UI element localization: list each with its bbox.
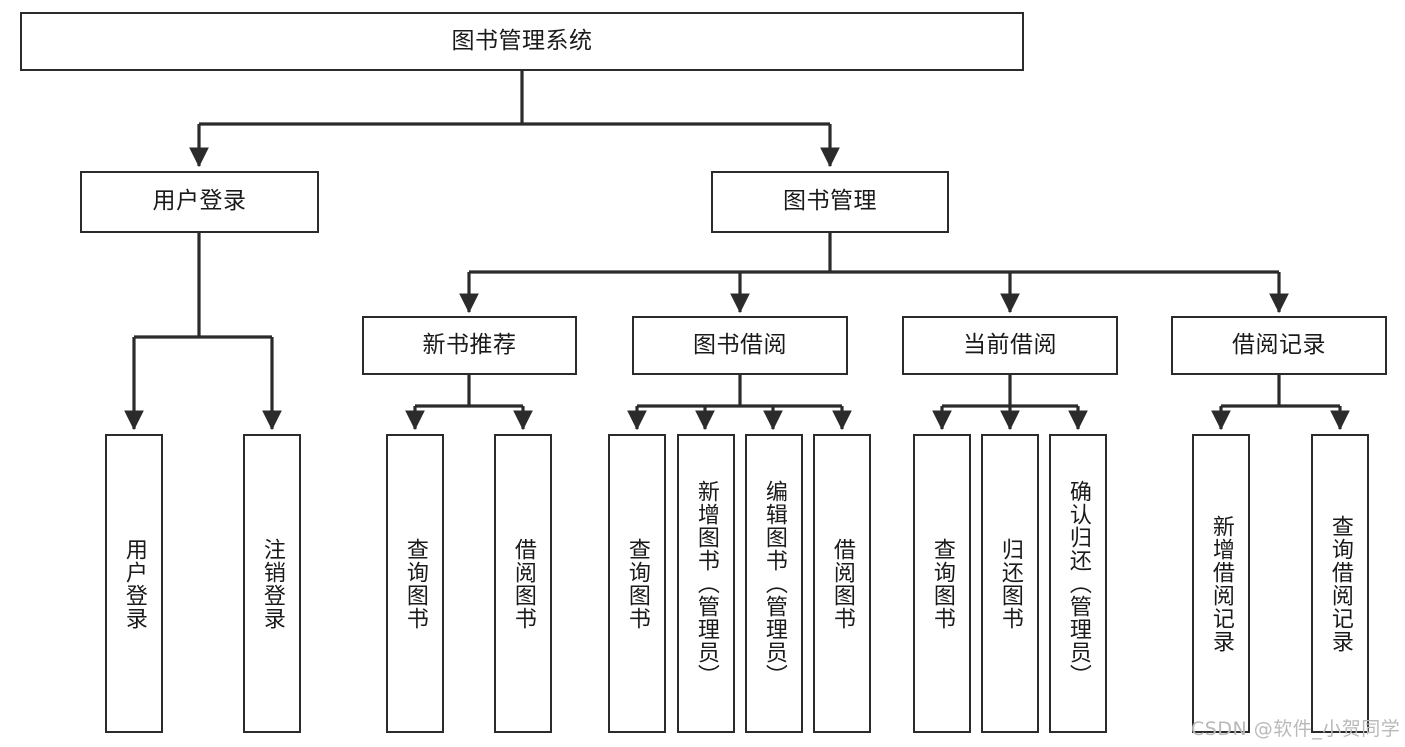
leaf-book-borrow-query-books[interactable]: 查询图书 bbox=[608, 434, 666, 733]
node-label: 查询图书 bbox=[402, 537, 428, 630]
leaf-borrow-record-query-record[interactable]: 查询借阅记录 bbox=[1311, 434, 1369, 733]
leaf-new-book-query-books[interactable]: 查询图书 bbox=[386, 434, 444, 733]
node-book-borrow[interactable]: 图书借阅 bbox=[632, 316, 848, 375]
node-label: 编辑图书（管理员） bbox=[761, 480, 787, 687]
node-label: 当前借阅 bbox=[963, 331, 1057, 358]
node-label: 新增图书（管理员） bbox=[693, 480, 719, 687]
leaf-new-book-borrow-books[interactable]: 借阅图书 bbox=[494, 434, 552, 733]
leaf-book-borrow-borrow-books[interactable]: 借阅图书 bbox=[813, 434, 871, 733]
leaf-current-borrow-return-books[interactable]: 归还图书 bbox=[981, 434, 1039, 733]
node-label: 新增借阅记录 bbox=[1208, 514, 1234, 653]
node-current-borrow[interactable]: 当前借阅 bbox=[902, 316, 1118, 375]
node-label: 借阅图书 bbox=[510, 537, 536, 630]
node-new-book-recommend[interactable]: 新书推荐 bbox=[362, 316, 577, 375]
node-label: 借阅图书 bbox=[829, 537, 855, 630]
node-book-management[interactable]: 图书管理 bbox=[711, 171, 949, 233]
node-label: 图书借阅 bbox=[693, 331, 787, 358]
node-label: 归还图书 bbox=[997, 537, 1023, 630]
node-label: 确认归还（管理员） bbox=[1065, 480, 1091, 687]
node-label: 查询借阅记录 bbox=[1327, 514, 1353, 653]
leaf-user-login-login[interactable]: 用户登录 bbox=[105, 434, 163, 733]
node-label: 用户登录 bbox=[152, 188, 247, 215]
node-user-login[interactable]: 用户登录 bbox=[80, 171, 319, 233]
node-label: 新书推荐 bbox=[422, 331, 517, 358]
leaf-book-borrow-edit-book-admin[interactable]: 编辑图书（管理员） bbox=[745, 434, 803, 733]
node-label: 借阅记录 bbox=[1232, 331, 1326, 358]
leaf-borrow-record-add-record[interactable]: 新增借阅记录 bbox=[1192, 434, 1250, 733]
leaf-book-borrow-add-book-admin[interactable]: 新增图书（管理员） bbox=[677, 434, 735, 733]
node-label: 图书管理系统 bbox=[451, 27, 593, 54]
node-root-book-management-system[interactable]: 图书管理系统 bbox=[20, 12, 1024, 71]
leaf-current-borrow-confirm-return-admin[interactable]: 确认归还（管理员） bbox=[1049, 434, 1107, 733]
node-borrow-record[interactable]: 借阅记录 bbox=[1171, 316, 1387, 375]
leaf-current-borrow-query-books[interactable]: 查询图书 bbox=[913, 434, 971, 733]
node-label: 查询图书 bbox=[624, 537, 650, 630]
node-label: 注销登录 bbox=[259, 537, 285, 630]
leaf-user-login-logout[interactable]: 注销登录 bbox=[243, 434, 301, 733]
node-label: 图书管理 bbox=[783, 188, 877, 215]
csdn-watermark: CSDN @软件_小贺同学 bbox=[1191, 718, 1401, 740]
node-label: 用户登录 bbox=[121, 537, 147, 630]
node-label: 查询图书 bbox=[929, 537, 955, 630]
